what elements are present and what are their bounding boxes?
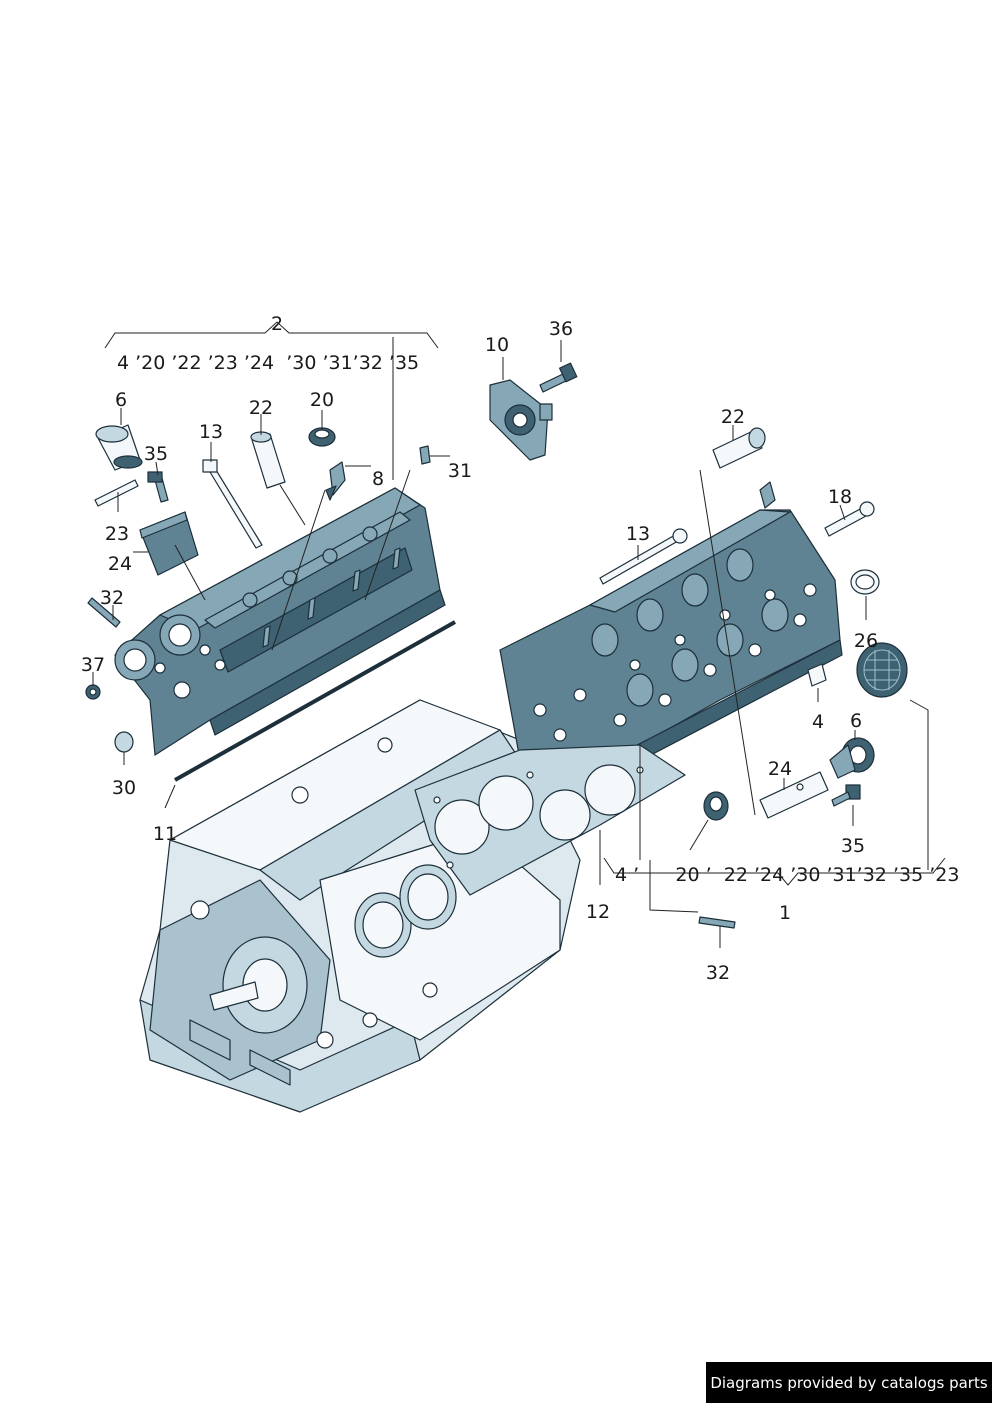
- bolt-18: [824, 501, 875, 537]
- valve-8: [325, 461, 346, 501]
- callout-13-right: 13: [626, 523, 650, 545]
- cylinder-head-right: [499, 481, 843, 801]
- callout-37: 37: [81, 654, 105, 676]
- callout-35-right: 35: [841, 835, 865, 857]
- callout-24-right: 24: [768, 758, 792, 780]
- callout-labels: 2 4 ’20 ’22 ’23 ’24 ’30 ’31’32 ’35 6 13 …: [81, 313, 960, 984]
- callout-13-left: 13: [199, 421, 223, 443]
- callout-11: 11: [153, 823, 177, 845]
- head-bolt-13-right: [599, 528, 688, 585]
- callout-32-left: 32: [100, 587, 124, 609]
- gasket-strip: [174, 620, 456, 782]
- callout-18: 18: [828, 486, 852, 508]
- seal-20-right: [703, 791, 729, 821]
- nut-4: [807, 663, 827, 687]
- bracket-24-right: [759, 771, 829, 819]
- bracket-24-left: [139, 511, 199, 576]
- cylinder-head-left: [114, 487, 446, 756]
- fitting-6-right: [829, 737, 875, 779]
- callout-36: 36: [549, 318, 573, 340]
- leader-lines: [92, 321, 946, 948]
- callout-6-left: 6: [115, 389, 127, 411]
- head-gasket-right-bank: [414, 744, 686, 896]
- filter-disc-26: [856, 642, 908, 698]
- callout-30: 30: [112, 777, 136, 799]
- stud-32-right: [698, 916, 736, 929]
- bolt-36: [539, 362, 578, 393]
- callout-8: 8: [372, 468, 384, 490]
- cover-plate-10: [489, 379, 553, 461]
- callout-4: 4: [812, 711, 824, 733]
- callout-group-left: 4 ’20 ’22 ’23 ’24 ’30 ’31’32 ’35: [117, 352, 419, 374]
- bolt-35-left: [147, 471, 169, 503]
- plug-30: [114, 731, 134, 753]
- sleeve-22-left: [250, 431, 286, 489]
- callout-1: 1: [779, 902, 791, 924]
- callout-22-left: 22: [249, 397, 273, 419]
- gasket-23: [94, 479, 139, 507]
- nut-37: [85, 684, 101, 700]
- callout-12: 12: [586, 901, 610, 923]
- callout-22-right: 22: [721, 406, 745, 428]
- callout-20-left: 20: [310, 389, 334, 411]
- footer-credit: Diagrams provided by catalogs parts: [706, 1362, 992, 1403]
- callout-24-left: 24: [108, 553, 132, 575]
- callout-6-right: 6: [850, 710, 862, 732]
- bolt-35-right: [831, 784, 861, 807]
- ring-seal: [850, 569, 880, 595]
- stud-32-left: [87, 597, 121, 628]
- callout-31: 31: [448, 460, 472, 482]
- stud-31: [419, 445, 431, 465]
- seal-20-left: [308, 427, 336, 447]
- sleeve-22-right: [712, 427, 766, 469]
- callout-23: 23: [105, 523, 129, 545]
- head-bolt-13-left: [202, 459, 263, 549]
- callout-26: 26: [854, 630, 878, 652]
- callout-32-right: 32: [706, 962, 730, 984]
- callout-group-right: 4 ’ 20 ’ 22 ’24 ’30 ’31’32 ’35 ’23: [615, 864, 959, 886]
- callout-2: 2: [271, 313, 283, 335]
- fitting-6-left: [95, 424, 143, 471]
- callout-35-left: 35: [144, 443, 168, 465]
- callout-10: 10: [485, 334, 509, 356]
